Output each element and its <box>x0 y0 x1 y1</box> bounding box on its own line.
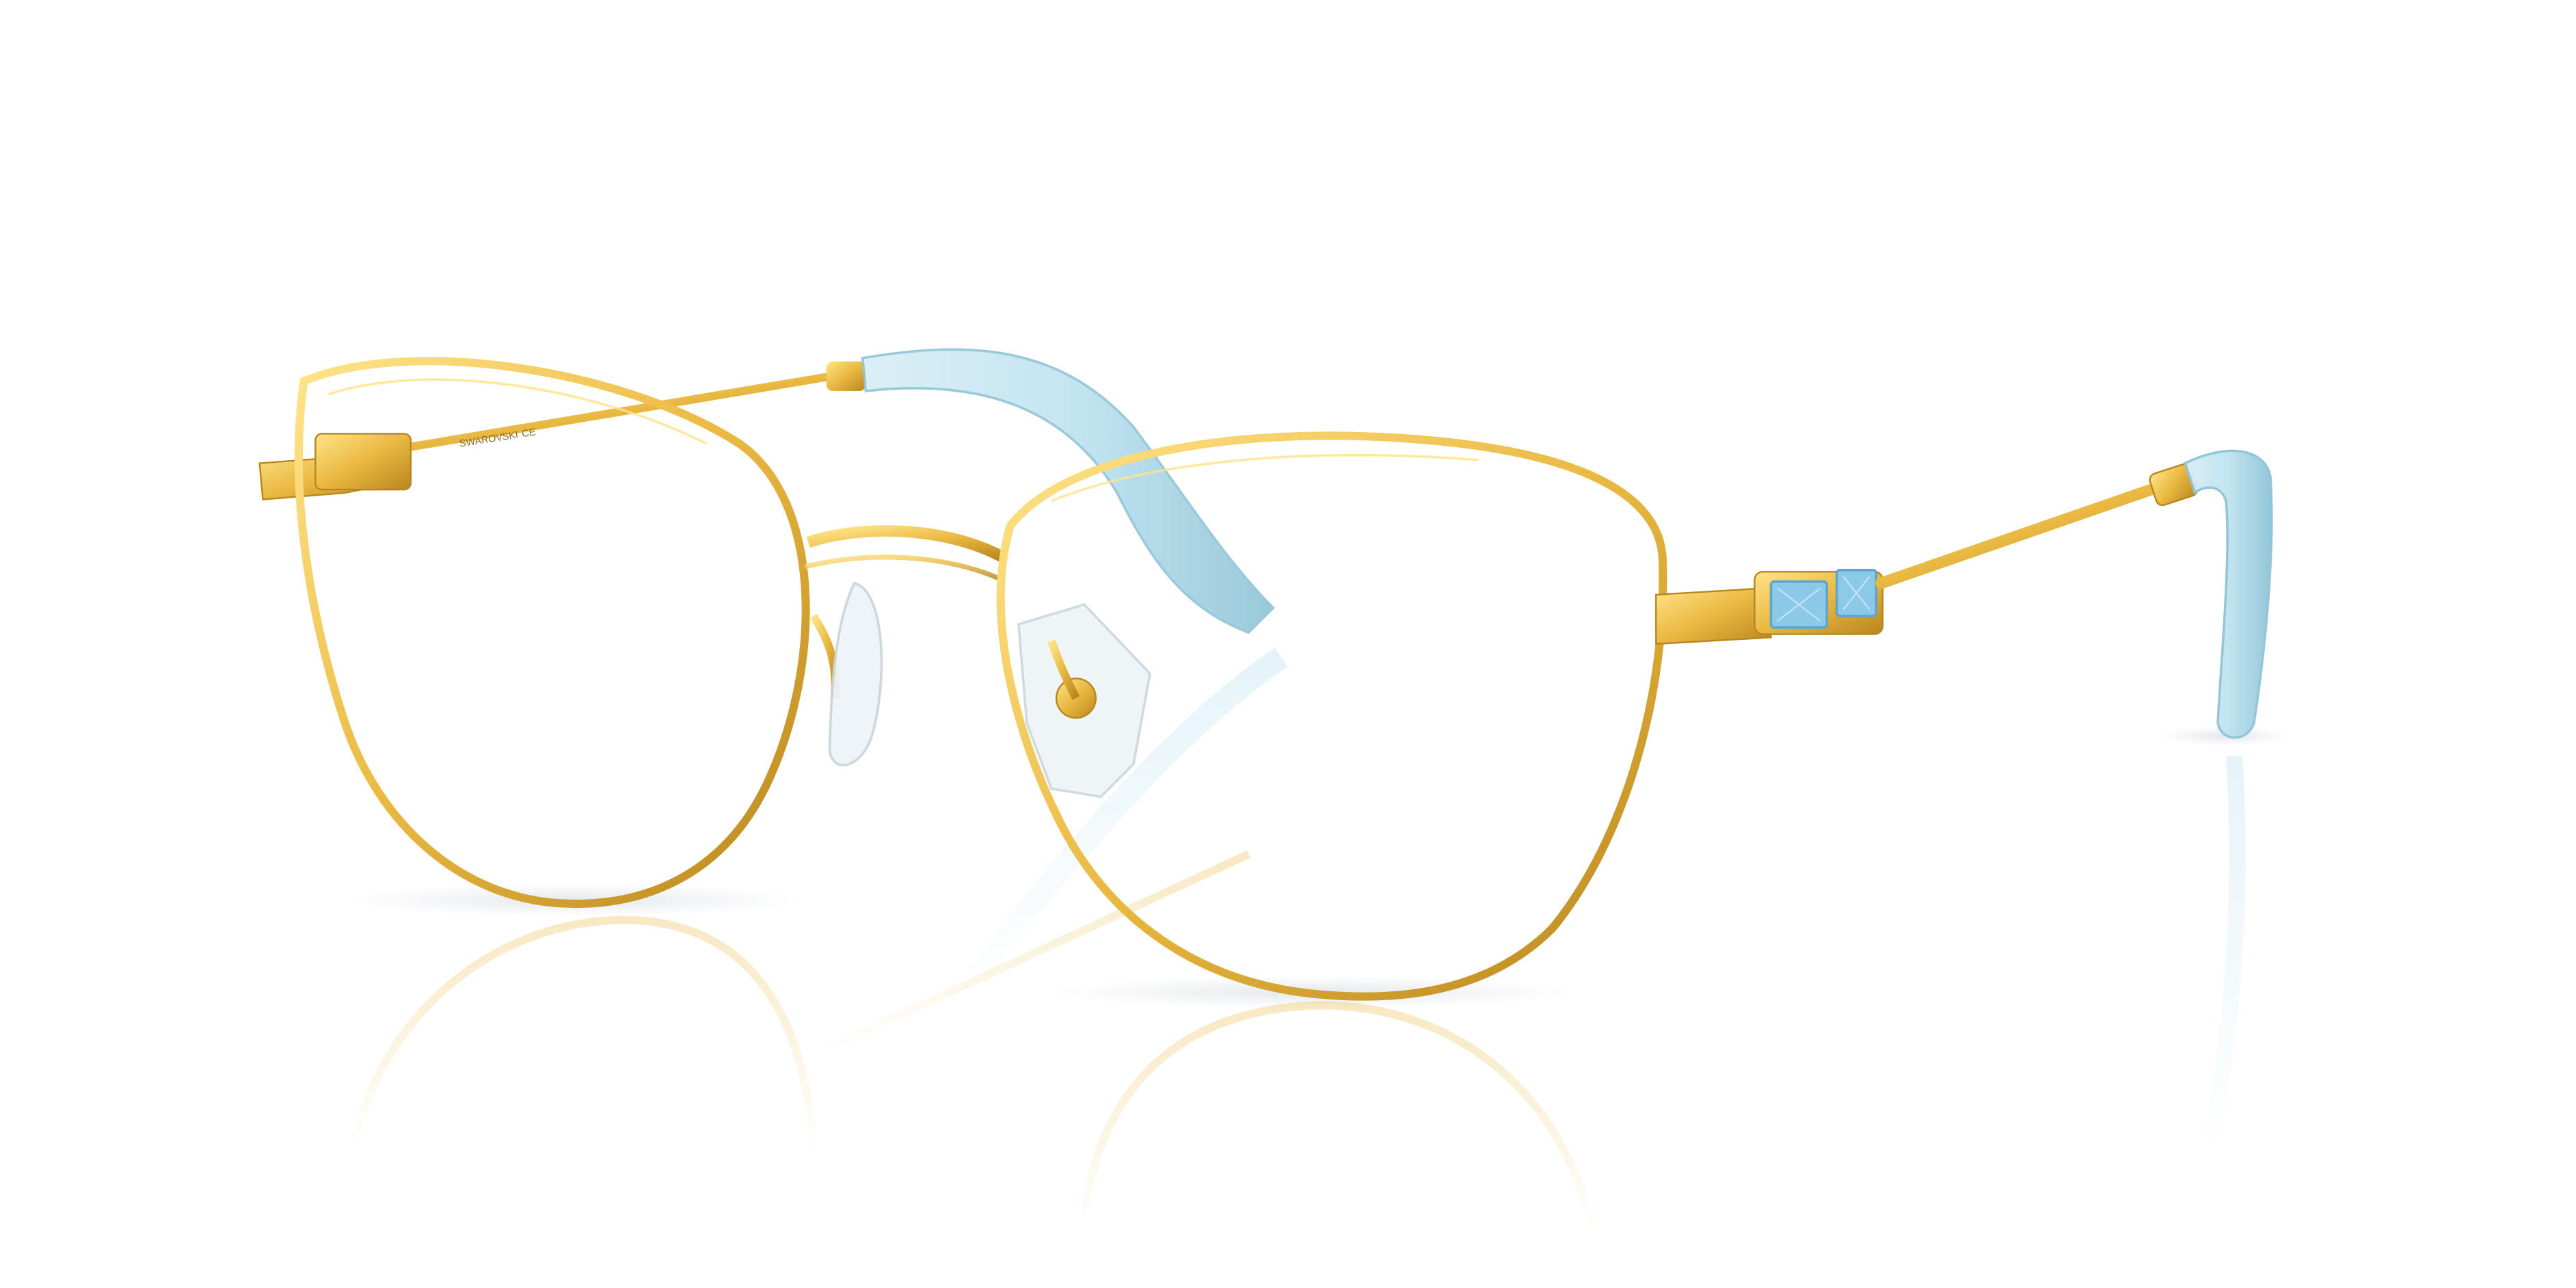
left-lens-rim <box>294 357 810 908</box>
bridge-lower <box>804 554 1000 581</box>
right-nose-pad-arm <box>1047 639 1080 700</box>
far-temple-tip <box>861 348 1275 634</box>
left-hinge <box>314 433 412 491</box>
reflection <box>349 647 2246 1233</box>
right-temple-tip <box>2183 449 2273 739</box>
right-temple-arm <box>1875 479 2171 589</box>
temple-marks: CE <box>521 427 536 440</box>
right-lens-rim <box>996 431 1667 1001</box>
far-temple-joint <box>826 361 866 391</box>
left-nose-pad <box>828 581 883 766</box>
right-end-piece <box>1655 587 1772 645</box>
bridge <box>806 525 1008 564</box>
